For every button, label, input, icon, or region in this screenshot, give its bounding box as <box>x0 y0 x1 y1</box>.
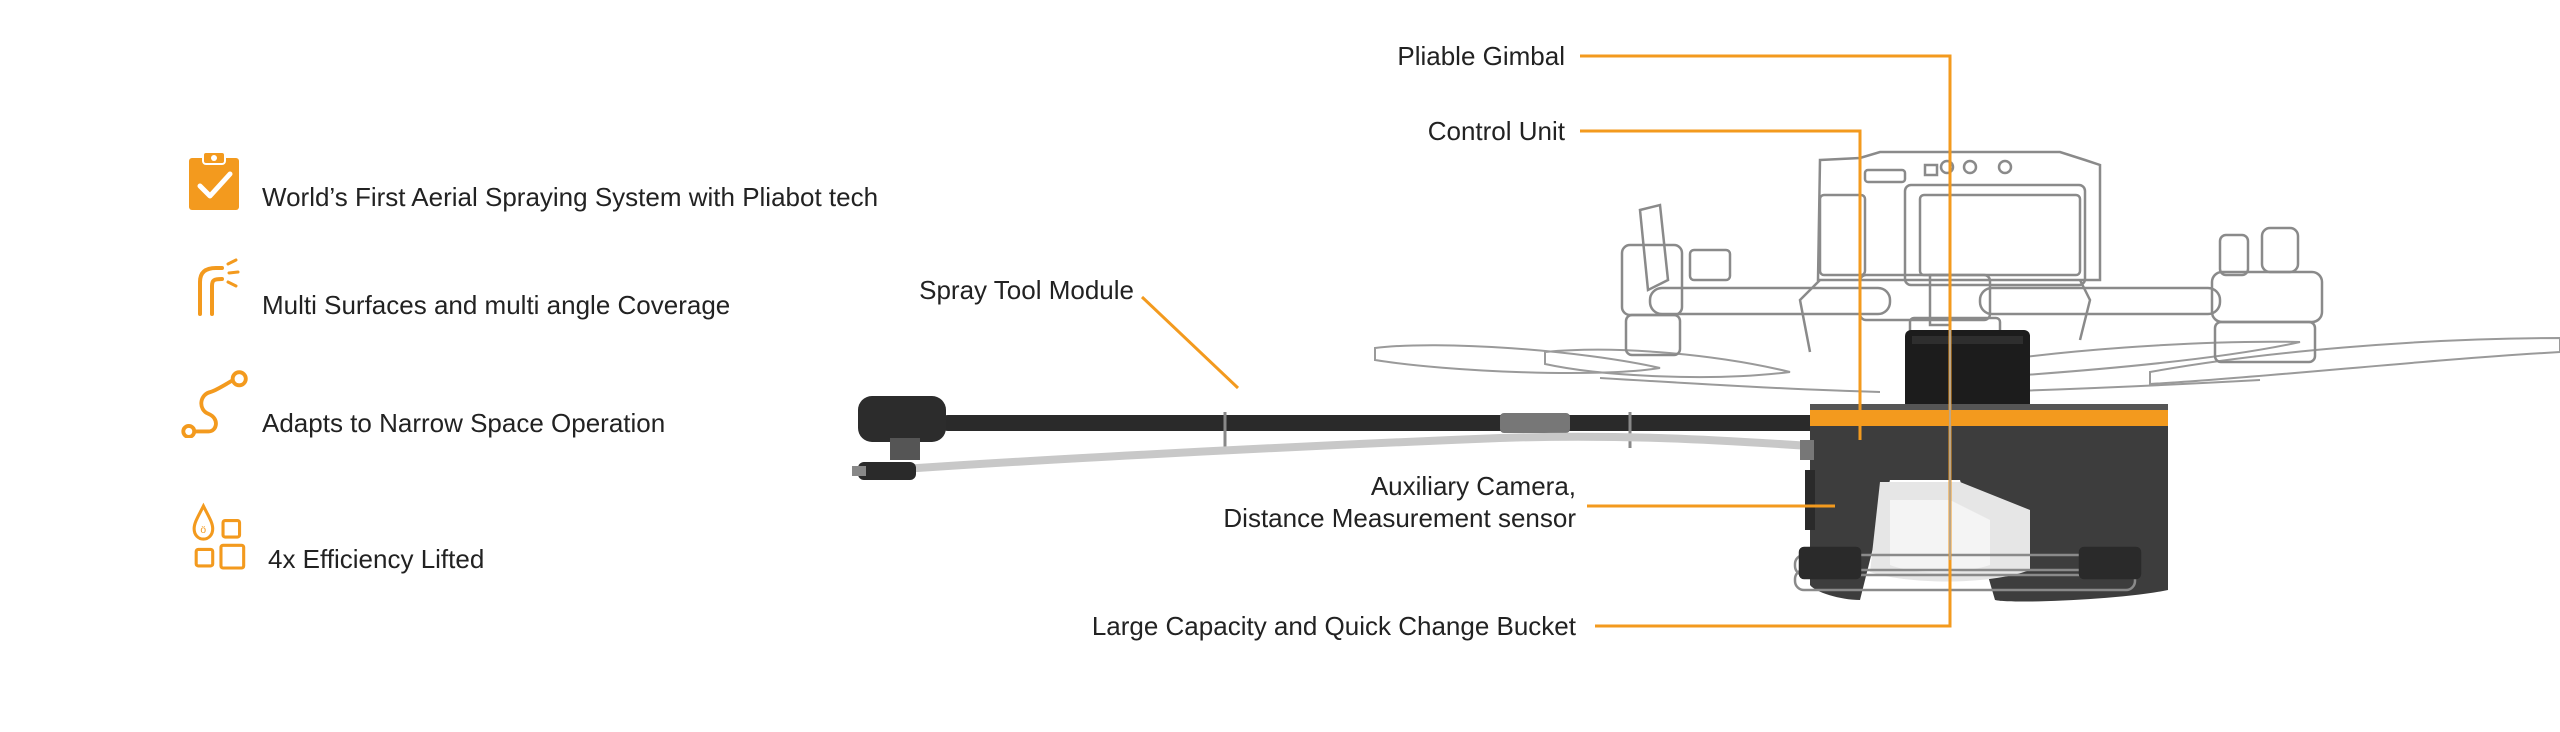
feature-text: Multi Surfaces and multi angle Coverage <box>262 290 731 320</box>
clipboard-check-icon <box>189 151 239 210</box>
feature-text: World’s First Aerial Spraying System wit… <box>262 182 879 212</box>
feature-item-narrow-space: Adapts to Narrow Space Operation <box>180 370 665 438</box>
leader-control <box>1580 129 1862 440</box>
feature-item-efficiency: ö 4x Efficiency Lifted <box>190 498 484 574</box>
feature-text: Adapts to Narrow Space Operation <box>262 408 666 438</box>
callout-pliable-gimbal: Pliable Gimbal <box>1397 41 1565 71</box>
feature-item-coverage: Multi Surfaces and multi angle Coverage <box>186 258 730 320</box>
feature-text: 4x Efficiency Lifted <box>268 544 485 574</box>
callout-spray-tool-module: Spray Tool Module <box>919 275 1134 305</box>
landing-skids <box>1793 546 2142 592</box>
callout-camera-line-2: Distance Measurement sensor <box>1223 503 1576 533</box>
callout-auxiliary-camera: Auxiliary Camera, Distance Measurement s… <box>1223 470 1576 534</box>
droplet-squares-icon: ö <box>192 502 246 570</box>
spray-arm <box>852 396 1820 480</box>
callout-camera-line-1: Auxiliary Camera, <box>1370 471 1576 501</box>
drone-propellers <box>1374 336 2560 393</box>
callout-control-unit: Control Unit <box>1427 116 1565 146</box>
svg-text:ö: ö <box>200 525 206 536</box>
callout-bucket: Large Capacity and Quick Change Bucket <box>1091 611 1576 641</box>
winding-path-icon <box>181 370 248 438</box>
leader-spray <box>1140 295 1240 390</box>
feature-item-pliabot: World’s First Aerial Spraying System wit… <box>186 150 878 212</box>
spray-nozzle-icon <box>198 258 240 316</box>
pliable-gimbal <box>1905 330 2030 412</box>
